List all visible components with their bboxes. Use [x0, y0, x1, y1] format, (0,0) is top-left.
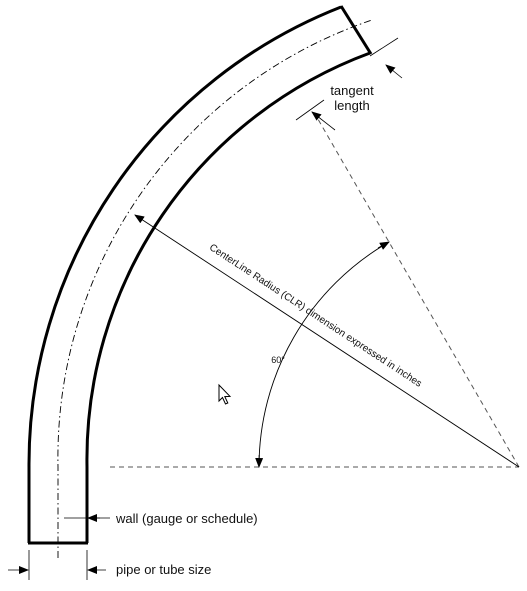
clr-label: CenterLine Radius (CLR) dimension expres…: [207, 242, 423, 389]
angled-reference-line: [314, 113, 520, 468]
pipe-top-end: [339, 5, 373, 55]
clr-dimension-line: [134, 214, 520, 468]
tangent-dimension-arrow-1: [311, 111, 336, 131]
pipe-centerline: [57, 19, 373, 558]
tangent-dimension-arrow-2: [385, 64, 403, 79]
tangent-length-label-line1: tangent: [330, 83, 374, 98]
tangent-extension-line-2: [369, 37, 399, 57]
pipe-size-label: pipe or tube size: [116, 562, 211, 577]
angle-arc-arrow-top: [377, 241, 390, 250]
pipe-outer-wall: [27, 5, 342, 543]
tangent-extension-line-1: [295, 99, 325, 121]
wall-label: wall (gauge or schedule): [115, 511, 258, 526]
mouse-pointer-icon: [218, 383, 232, 405]
pipe-inner-wall: [85, 51, 371, 543]
angle-arc: [258, 241, 390, 468]
angle-label: 60°: [271, 355, 285, 365]
tangent-length-label-line2: length: [334, 98, 369, 113]
